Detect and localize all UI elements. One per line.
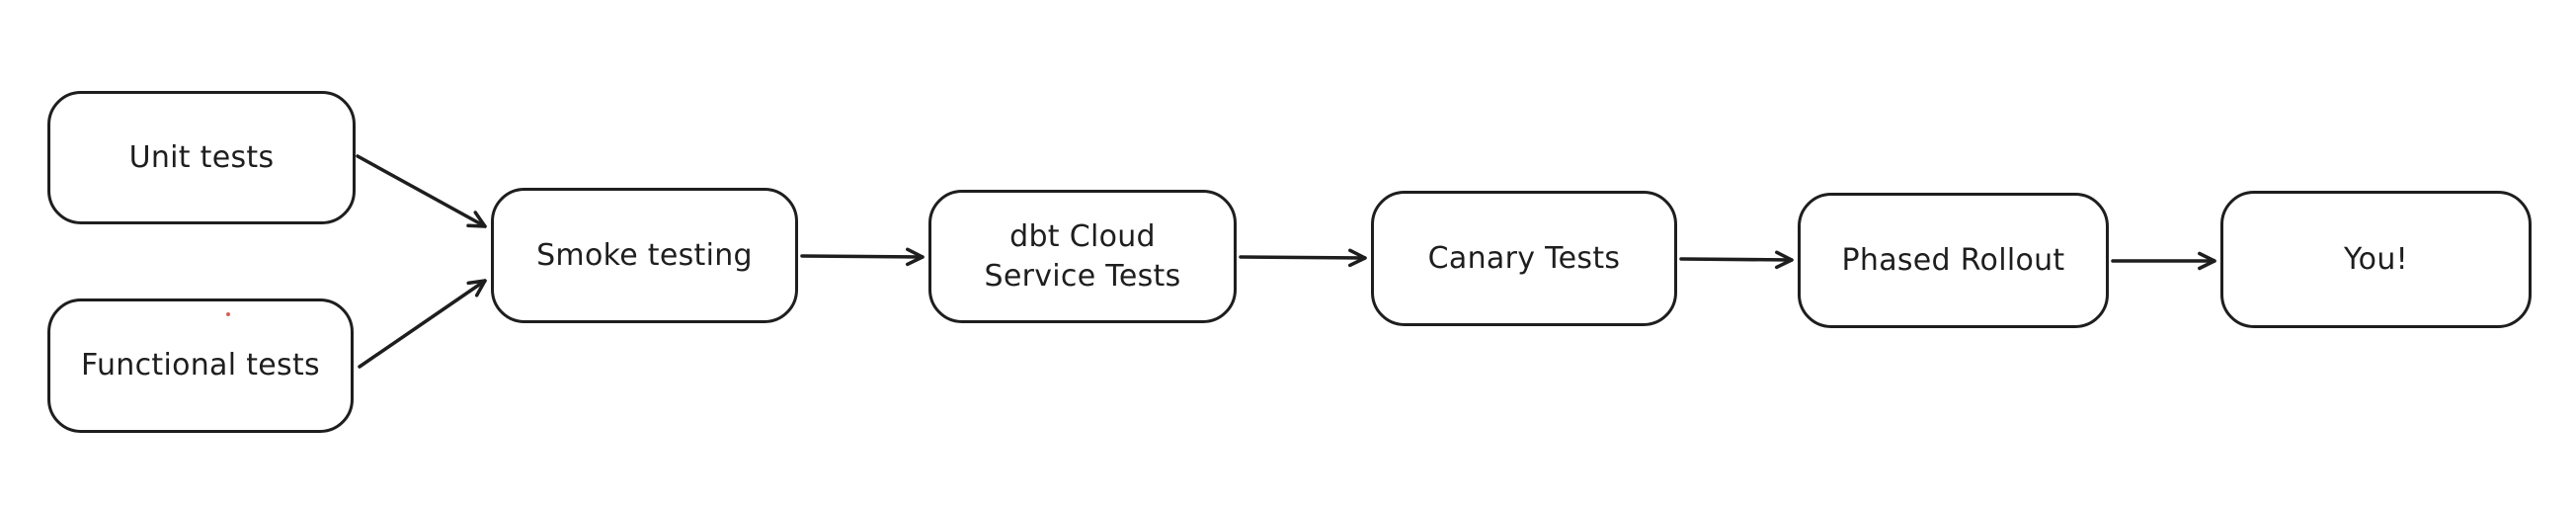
node-smoke-testing-label: Smoke testing — [536, 237, 753, 273]
arrow-canary-tests-to-phased-rollout — [1679, 250, 1794, 270]
node-smoke-testing: Smoke testing — [491, 188, 798, 323]
arrow-dbt-cloud-service-tests-to-canary-tests — [1239, 248, 1367, 268]
node-you: You! — [2220, 191, 2532, 328]
node-canary-tests: Canary Tests — [1371, 191, 1677, 326]
node-functional-tests: Functional tests — [47, 298, 354, 433]
node-unit-tests-label: Unit tests — [128, 139, 275, 175]
arrow-functional-tests-to-smoke-testing — [358, 279, 487, 369]
node-dbt-cloud-service-tests-label: dbt Cloud Service Tests — [984, 218, 1181, 294]
arrow-unit-tests-to-smoke-testing — [356, 154, 487, 228]
node-dbt-cloud-service-tests: dbt Cloud Service Tests — [928, 190, 1237, 323]
arrow-phased-rollout-to-you — [2111, 251, 2216, 271]
arrow-smoke-testing-to-dbt-cloud-service-tests — [800, 247, 925, 267]
red-speck-artifact — [226, 312, 230, 316]
node-phased-rollout-label: Phased Rollout — [1841, 242, 2065, 278]
node-functional-tests-label: Functional tests — [81, 348, 320, 382]
node-canary-tests-label: Canary Tests — [1427, 240, 1621, 276]
node-unit-tests: Unit tests — [47, 91, 356, 224]
node-you-label: You! — [2344, 241, 2408, 277]
node-phased-rollout: Phased Rollout — [1798, 193, 2109, 328]
